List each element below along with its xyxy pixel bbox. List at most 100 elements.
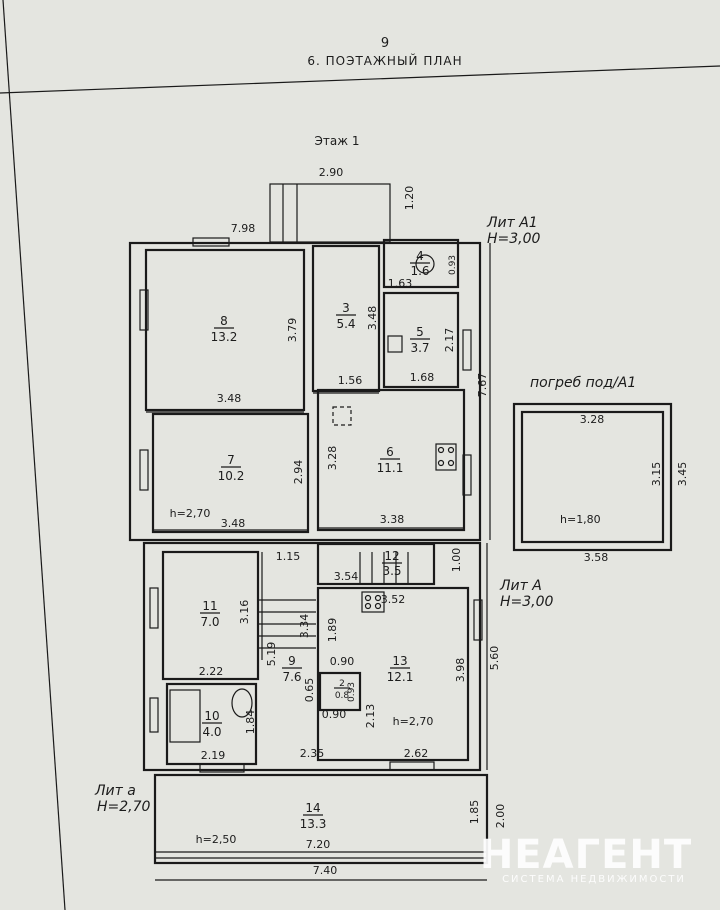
dim-porch-height: 1.20	[403, 186, 416, 211]
room-2-walls	[318, 671, 362, 712]
svg-text:6: 6	[386, 445, 394, 459]
svg-text:3: 3	[342, 301, 350, 315]
dim-room10-height: 1.84	[244, 710, 257, 735]
room-11-label: 11 7.0	[200, 599, 220, 629]
dim-room4-height: 0.93	[448, 255, 458, 275]
svg-text:9: 9	[288, 654, 296, 668]
dim-room6-height: 3.28	[326, 446, 339, 471]
dim-top-left: 7.98	[231, 222, 256, 235]
dim-room2-width-bottom: 0.90	[322, 708, 347, 721]
section-title: 6. ПОЭТАЖНЫЙ ПЛАН	[307, 53, 462, 68]
dim-porch-width: 2.90	[319, 166, 344, 179]
dim-right-a1: 7.67	[476, 373, 489, 398]
porch	[269, 183, 391, 243]
dim-corridor-height: 5.19	[265, 642, 278, 667]
dim-room11-width: 2.22	[199, 665, 224, 678]
dim-room2-width-top: 0.90	[330, 655, 355, 668]
room-6-walls	[316, 388, 466, 532]
room-3-label: 3 5.4	[336, 301, 356, 331]
dim-room14-width-inner: 7.20	[306, 838, 331, 851]
cellar-dim-bottom: 3.58	[584, 551, 609, 564]
dim-room7-height: 2.94	[292, 460, 305, 485]
dim-room11-height: 3.16	[238, 600, 251, 625]
cellar-dim-right-outer: 3.45	[676, 462, 689, 487]
dim-room3-height: 3.48	[366, 306, 379, 331]
svg-text:СИСТЕМА НЕДВИЖИМОСТИ: СИСТЕМА НЕДВИЖИМОСТИ	[502, 874, 686, 885]
svg-text:13.3: 13.3	[300, 817, 327, 831]
lit-a-small-height: Н=2,70	[97, 799, 151, 815]
dim-room12-width: 3.54	[334, 570, 359, 583]
room-12-label: 12 3.5	[382, 549, 402, 578]
dimension-lines	[146, 243, 491, 881]
room-8-label: 8 13.2	[211, 314, 238, 344]
room-6-label: 6 11.1	[377, 445, 404, 475]
room-9-label: 9 7.6	[282, 654, 302, 684]
dim-room14-height-inner: 1.85	[468, 800, 481, 825]
lit-a-height: Н=3,00	[500, 594, 554, 610]
room-7-walls	[151, 412, 310, 534]
dim-room11-top: 1.15	[276, 550, 301, 563]
dim-room6-width: 3.38	[380, 513, 405, 526]
dim-room3-width: 1.56	[338, 374, 363, 387]
room-2-label: 2 0.8	[334, 679, 350, 701]
dim-room13-top: 3.52	[381, 593, 406, 606]
lit-a-name: Лит А	[499, 578, 542, 594]
lit-a-small-outer-wall	[153, 773, 489, 865]
svg-text:5: 5	[416, 325, 424, 339]
header-rule	[0, 65, 720, 94]
dim-room14-h: h=2,50	[196, 833, 237, 846]
cellar-dim-h: h=1,80	[560, 513, 601, 526]
dim-right-a: 5.60	[488, 646, 501, 671]
svg-text:4: 4	[416, 249, 424, 263]
stairs	[258, 552, 409, 660]
room-14-label: 14 13.3	[300, 801, 327, 831]
svg-text:11.1: 11.1	[377, 461, 404, 475]
lit-a1-outer-wall	[128, 241, 482, 542]
dim-room13-mid: 2.13	[364, 704, 377, 729]
room-5-walls	[382, 291, 460, 389]
dim-room8-width: 3.48	[217, 392, 242, 405]
lit-a-outer-wall	[142, 541, 482, 772]
cellar-dim-top: 3.28	[580, 413, 605, 426]
watermark-logo: НЕАГЕНТ СИСТЕМА НЕДВИЖИМОСТИ	[480, 832, 692, 885]
dim-room5-height: 2.17	[443, 328, 456, 353]
lit-a-small-name: Лит а	[94, 783, 136, 799]
page-number: 9	[381, 36, 389, 51]
dim-room14-width-outer: 7.40	[313, 864, 338, 877]
dim-room2-depth: 0.93	[347, 682, 357, 702]
svg-text:1.6: 1.6	[410, 264, 429, 278]
dim-room7-height-h: h=2,70	[170, 507, 211, 520]
svg-text:7: 7	[227, 453, 235, 467]
room-7-label: 7 10.2	[218, 453, 245, 483]
dim-room7-width: 3.48	[221, 517, 246, 530]
room-12-walls	[316, 542, 436, 586]
room-11-walls	[161, 550, 260, 681]
cellar-dim-right-inner: 3.15	[650, 462, 663, 487]
cellar-outer	[512, 402, 673, 552]
cellar-title: погреб под/А1	[530, 375, 636, 391]
svg-text:5.4: 5.4	[336, 317, 355, 331]
dim-room12-height: 1.00	[450, 548, 463, 573]
svg-text:10: 10	[204, 709, 219, 723]
svg-text:НЕАГЕНТ: НЕАГЕНТ	[480, 832, 692, 878]
cellar-inner	[520, 410, 665, 544]
svg-text:3.7: 3.7	[410, 341, 429, 355]
dim-room2-height: 0.65	[303, 678, 316, 703]
windows	[139, 237, 483, 773]
dim-room13-h: h=2,70	[393, 715, 434, 728]
svg-text:12.1: 12.1	[387, 670, 414, 684]
dim-room13-left: 1.89	[326, 618, 339, 643]
svg-text:13.2: 13.2	[211, 330, 238, 344]
svg-text:13: 13	[392, 654, 407, 668]
lit-a1-height: Н=3,00	[487, 231, 541, 247]
fixtures	[169, 254, 457, 743]
room-4-label: 4 1.6	[410, 249, 430, 278]
dim-room4-width: 1.63	[388, 277, 413, 290]
dim-room14-height-outer: 2.00	[494, 804, 507, 829]
dim-room13-width: 2.62	[404, 747, 429, 760]
svg-text:4.0: 4.0	[202, 725, 221, 739]
room-5-label: 5 3.7	[410, 325, 430, 355]
left-margin-line	[2, 0, 66, 910]
